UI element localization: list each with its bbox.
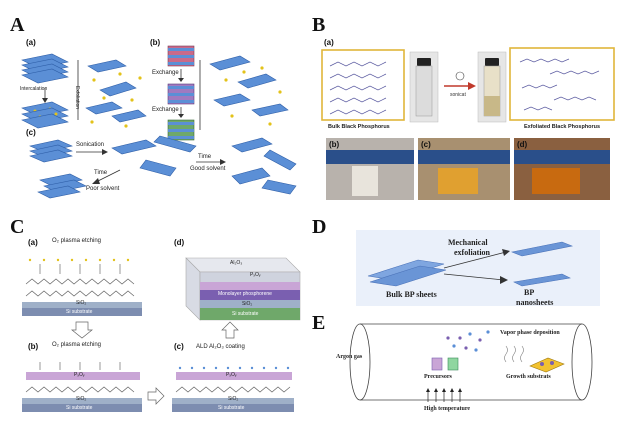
si-label-b: Si substrate: [66, 405, 93, 411]
exfoliated-sheets-b: [209, 55, 289, 126]
si-label-a: Si substrate: [66, 309, 93, 315]
growth-label: Growth substrats: [506, 374, 551, 380]
pxoy-label-b: PₓOᵧ: [74, 372, 85, 378]
si-layer-c: [172, 404, 294, 412]
sio2-label-d: SiO₂: [242, 301, 253, 307]
nanosheets-label: nanosheets: [516, 298, 554, 307]
sonication-label: Sonication: [76, 142, 105, 148]
poor-solvent-label: Poor solvent: [86, 186, 120, 192]
precursors-label: Precursors: [424, 374, 452, 380]
panel-c: C (a) (d) (b) (c): [0, 212, 310, 430]
bp-label: BP: [524, 288, 535, 297]
high-temp-label: High temperature: [424, 406, 471, 412]
panel-a-sub-b: (b): [150, 38, 161, 47]
panel-b: B (a): [310, 0, 621, 210]
argon-label: Argon gas: [336, 354, 363, 360]
time-label-2: Time: [198, 154, 212, 160]
panel-c-sub-a: (a): [28, 238, 38, 247]
panel-c-letter: C: [10, 216, 25, 238]
exchange-label-2: Exchange: [152, 107, 179, 113]
si-layer-b: [22, 404, 142, 412]
pxoy-layer-c: [176, 372, 292, 380]
exfoliated-bp-label: Exfoliated Black Phosphorus: [524, 124, 601, 130]
panel-d-letter: D: [312, 216, 327, 238]
dispersed-sheets: [231, 137, 297, 195]
ald-label: ALD Al₂O₃ coating: [196, 344, 245, 350]
pxoy-layer-b: [26, 372, 140, 380]
exfoliation-label-a: Exfoliation: [74, 86, 80, 110]
si-layer-a: [22, 308, 142, 316]
exfoliated-sheets-a: [85, 59, 147, 128]
ald-dots-c: [178, 366, 290, 370]
exfoliated-bp-lattice: [519, 58, 600, 111]
good-solvent-label: Good solvent: [190, 166, 226, 172]
etch-dots-a: [28, 258, 130, 262]
panel-a-illustration: [21, 45, 297, 199]
sio2-label-a: SiO₂: [76, 300, 87, 306]
panel-e: E Vapor phase deposition Argon gas Pre: [310, 312, 621, 430]
sio2-label-b: SiO₂: [76, 396, 87, 402]
panel-a-sub-a: (a): [26, 38, 36, 47]
panel-b-sub-c: (c): [421, 140, 431, 149]
sonicated-sheets: [111, 135, 197, 177]
panel-b-illustration: [321, 47, 615, 200]
etch-label-a: O₂ plasma etching: [52, 238, 102, 244]
panel-c-illustration: [22, 257, 301, 412]
panel-c-sub-d: (d): [174, 238, 185, 247]
exfoliation-label-d: exfoliation: [454, 248, 490, 257]
panel-b-sub-d: (d): [517, 140, 528, 149]
growth-substrate: [529, 357, 565, 373]
exchange-label-1: Exchange: [152, 70, 179, 76]
pxoy-layer-d: [200, 282, 300, 290]
si-layer-d: [200, 308, 300, 320]
panel-a: A (a) (b) (c): [0, 0, 310, 210]
si-label-d: Si substrate: [232, 311, 259, 317]
etch-label-b: O₂ plasma etching: [52, 342, 102, 348]
mechanical-label: Mechanical: [448, 238, 488, 247]
precursor-2: [447, 357, 459, 371]
sio2-layer-a: [22, 302, 142, 308]
restacked-sheets: [37, 173, 87, 199]
vapor-label: Vapor phase deposition: [500, 330, 560, 336]
tube-right-end: [571, 323, 593, 401]
panel-c-sub-b: (b): [28, 342, 39, 351]
bulk-bp-lattice: [329, 61, 387, 115]
bulk-stack-c: [29, 139, 73, 163]
si-label-c: Si substrate: [218, 405, 245, 411]
panel-d-illustration: [356, 230, 600, 306]
panel-b-letter: B: [312, 14, 326, 36]
bulk-stack-a2: [21, 101, 69, 129]
al2o3-label-d: Al₂O₃: [230, 260, 243, 266]
cube-stack-b: [167, 45, 195, 141]
sonicate-label: sonicat: [450, 92, 466, 98]
panel-a-sub-c: (c): [26, 128, 36, 137]
tube-left-end: [349, 323, 371, 401]
panel-e-letter: E: [312, 312, 326, 334]
sio2-layer-d: [200, 300, 300, 308]
time-label-1: Time: [94, 170, 108, 176]
bulk-bp-sheets-label: Bulk BP sheets: [386, 290, 437, 299]
vapor-particles: [446, 330, 490, 352]
bp-nanosheets: [510, 241, 574, 287]
bulk-stack-a1: [21, 53, 69, 84]
panel-c-sub-c: (c): [174, 342, 184, 351]
panel-b-sub-b: (b): [329, 140, 340, 149]
sio2-layer-b: [22, 398, 142, 404]
bulk-bp-sheets: [367, 259, 447, 287]
precursor-1: [431, 357, 443, 371]
intercalation-label: Intercalation: [20, 86, 48, 92]
sio2-label-c: SiO₂: [228, 396, 239, 402]
mono-layer-d: [200, 290, 300, 300]
panel-d: D Mechanical exfoliation Bulk BP sheets …: [310, 212, 621, 312]
bulk-bp-label: Bulk Black Phosphorus: [328, 124, 390, 130]
pxoy-label-d: PₓOᵧ: [250, 272, 261, 278]
sio2-layer-c: [172, 398, 294, 404]
panel-e-illustration: [349, 323, 593, 402]
panel-b-sub-a: (a): [324, 38, 334, 47]
panel-a-letter: A: [10, 14, 25, 36]
al2o3-top-d: [185, 257, 301, 273]
pxoy-label-c: PₓOᵧ: [226, 372, 237, 378]
mono-label-d: Monolayer phosphorene: [218, 291, 272, 297]
